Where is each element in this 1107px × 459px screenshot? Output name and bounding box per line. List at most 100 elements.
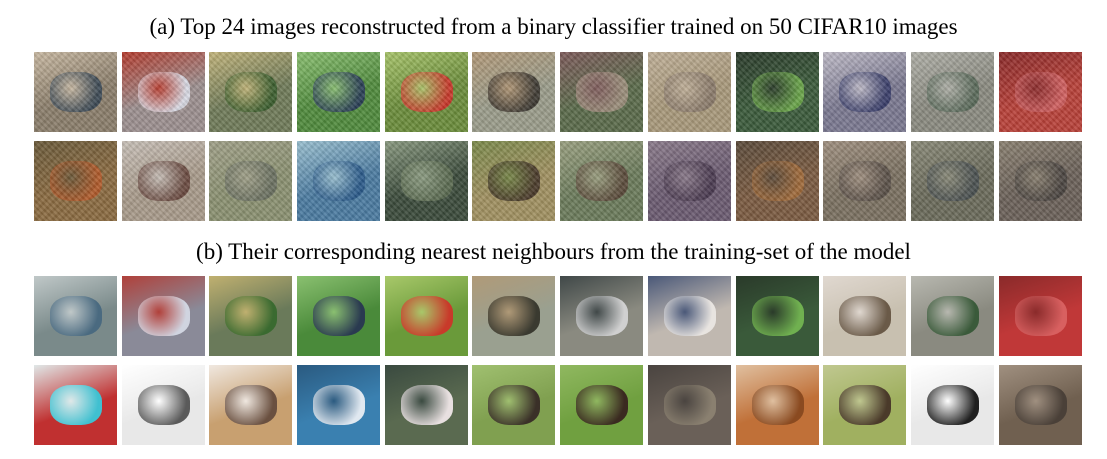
neighbour-subject — [225, 385, 278, 425]
reconstructed-subject — [576, 72, 629, 112]
reconstructed-subject — [751, 72, 804, 112]
reconstructed-noise-texture — [472, 141, 556, 221]
neighbour-thumbnail — [384, 365, 468, 445]
reconstructed-thumbnail — [910, 141, 994, 221]
neighbour-subject — [50, 296, 102, 336]
reconstructed-thumbnail — [297, 52, 381, 132]
reconstructed-subject — [839, 72, 892, 112]
neighbour-thumbnail — [209, 276, 293, 356]
reconstructed-subject — [751, 161, 804, 201]
reconstructed-thumbnail — [735, 141, 819, 221]
reconstructed-thumbnail — [910, 52, 994, 132]
neighbour-thumbnail — [121, 276, 205, 356]
reconstructed-thumbnail — [823, 141, 907, 221]
reconstructed-noise-texture — [384, 141, 468, 221]
reconstructed-thumbnail — [34, 141, 117, 221]
neighbour-thumbnail — [384, 276, 468, 356]
neighbour-thumbnail — [560, 365, 644, 445]
reconstructed-thumbnail — [472, 52, 556, 132]
reconstructed-subject — [663, 72, 716, 112]
neighbour-subject — [576, 385, 629, 425]
reconstructed-noise-texture — [560, 52, 644, 132]
neighbour-subject — [576, 296, 629, 336]
reconstructed-thumbnail — [121, 52, 205, 132]
reconstructed-noise-texture — [209, 52, 293, 132]
neighbour-subject — [926, 385, 979, 425]
reconstructed-thumbnail — [647, 52, 731, 132]
reconstructed-noise-texture — [34, 141, 117, 221]
reconstructed-row — [34, 141, 1086, 221]
reconstructed-row — [34, 52, 1086, 132]
neighbour-subject — [313, 385, 366, 425]
neighbour-thumbnail — [735, 365, 819, 445]
reconstructed-noise-texture — [297, 52, 381, 132]
neighbour-subject — [1014, 385, 1067, 425]
reconstructed-thumbnail — [209, 52, 293, 132]
neighbour-subject — [663, 385, 716, 425]
neighbour-thumbnail — [735, 276, 819, 356]
neighbour-thumbnail — [297, 365, 381, 445]
reconstructed-noise-texture — [910, 141, 994, 221]
neighbour-subject — [751, 385, 804, 425]
reconstructed-noise-texture — [34, 52, 117, 132]
reconstructed-thumbnail — [209, 141, 293, 221]
neighbour-subject — [1014, 296, 1067, 336]
reconstructed-subject — [839, 161, 892, 201]
reconstructed-thumbnail — [297, 141, 381, 221]
reconstructed-subject — [400, 72, 453, 112]
reconstructed-noise-texture — [472, 52, 556, 132]
reconstructed-subject — [926, 72, 979, 112]
neighbour-subject — [137, 385, 190, 425]
reconstructed-thumbnail — [472, 141, 556, 221]
reconstructed-subject — [225, 72, 278, 112]
reconstructed-subject — [663, 161, 716, 201]
neighbour-thumbnail — [910, 276, 994, 356]
reconstructed-subject — [50, 72, 102, 112]
neighbour-thumbnail — [34, 365, 117, 445]
neighbour-thumbnail — [34, 276, 117, 356]
neighbour-thumbnail — [209, 365, 293, 445]
reconstructed-noise-texture — [823, 52, 907, 132]
neighbour-thumbnail — [297, 276, 381, 356]
neighbour-thumbnail — [998, 365, 1082, 445]
reconstructed-thumbnail — [647, 141, 731, 221]
reconstructed-noise-texture — [823, 141, 907, 221]
neighbour-subject — [400, 385, 453, 425]
neighbour-subject — [225, 296, 278, 336]
reconstructed-thumbnail — [560, 141, 644, 221]
reconstructed-subject — [50, 161, 102, 201]
reconstructed-noise-texture — [998, 141, 1082, 221]
reconstructed-noise-texture — [384, 52, 468, 132]
caption-nearest-neighbours: (b) Their corresponding nearest neighbou… — [196, 239, 911, 264]
neighbour-subject — [488, 385, 541, 425]
reconstructed-thumbnail — [34, 52, 117, 132]
reconstructed-thumbnail — [384, 141, 468, 221]
reconstructed-subject — [225, 161, 278, 201]
neighbour-subject — [751, 296, 804, 336]
neighbour-thumbnail — [647, 365, 731, 445]
reconstructed-noise-texture — [998, 52, 1082, 132]
caption-reconstructed: (a) Top 24 images reconstructed from a b… — [149, 14, 958, 39]
neighbour-subject — [50, 385, 102, 425]
reconstructed-image-grid — [34, 52, 1086, 230]
reconstructed-noise-texture — [910, 52, 994, 132]
reconstructed-noise-texture — [735, 52, 819, 132]
reconstructed-thumbnail — [384, 52, 468, 132]
reconstructed-noise-texture — [121, 141, 205, 221]
reconstructed-thumbnail — [998, 141, 1082, 221]
neighbour-subject — [926, 296, 979, 336]
reconstructed-subject — [1014, 161, 1067, 201]
neighbour-subject — [313, 296, 366, 336]
reconstructed-subject — [926, 161, 979, 201]
reconstructed-noise-texture — [560, 141, 644, 221]
neighbour-thumbnail — [647, 276, 731, 356]
neighbour-thumbnail — [998, 276, 1082, 356]
reconstructed-subject — [137, 72, 190, 112]
neighbour-thumbnail — [121, 365, 205, 445]
nearest-neighbour-image-grid — [34, 276, 1086, 454]
reconstructed-subject — [488, 72, 541, 112]
reconstructed-thumbnail — [823, 52, 907, 132]
reconstructed-noise-texture — [647, 141, 731, 221]
reconstructed-subject — [576, 161, 629, 201]
neighbour-subject — [137, 296, 190, 336]
